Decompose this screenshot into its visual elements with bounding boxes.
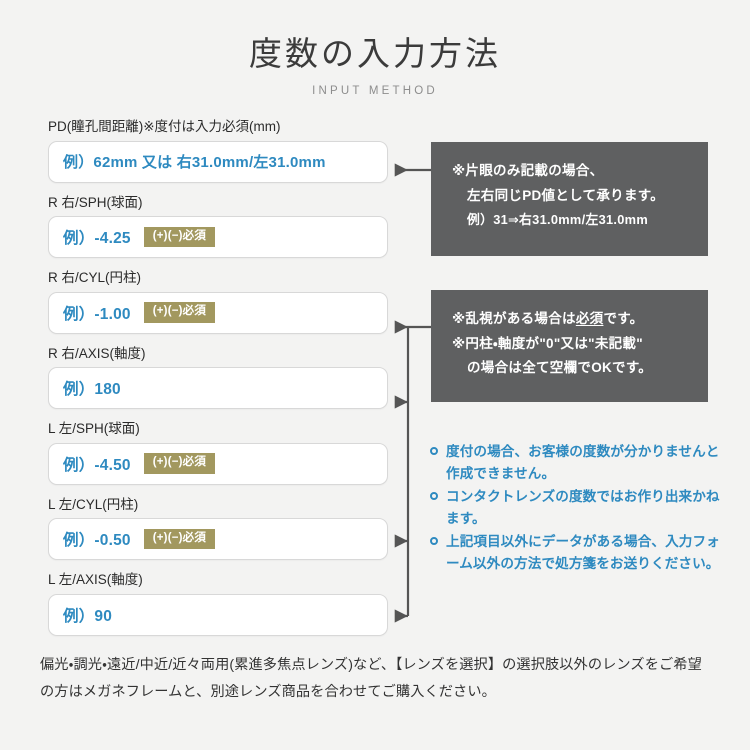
field-label-l-sph: L 左/SPH(球面) bbox=[48, 421, 140, 436]
input-pd[interactable]: 例）62mm 又は 右31.0mm/左31.0mm bbox=[48, 140, 388, 183]
field-r-axis: R 右/AXIS(軸度) 例）180 bbox=[48, 345, 388, 409]
input-value-l-sph: 例）-4.50 bbox=[63, 456, 131, 474]
required-badge-l-sph: (+)(−)必須 bbox=[143, 453, 216, 474]
input-value-r-sph: 例）-4.25 bbox=[63, 230, 131, 247]
callout-astigmatism-note: ※乱視がある場合は必須です。 ※円柱・軸度が"0"又は"未記載" の場合は全て空… bbox=[431, 290, 708, 402]
input-value-pd: 例）62mm 又は 右31.0mm/左31.0mm bbox=[63, 154, 326, 171]
input-value-r-cyl: 例）-1.00 bbox=[63, 305, 131, 323]
callout-line: ※乱視がある場合は必須です。 bbox=[452, 311, 644, 326]
list-item: コンタクトレンズの度数ではお作り出来かねます。 bbox=[430, 486, 720, 530]
input-r-cyl[interactable]: 例）-1.00 (+)(−)必須 bbox=[48, 291, 388, 334]
callout-line: 左右同じPD値として承ります。 bbox=[467, 187, 664, 203]
field-label-l-axis: L 左/AXIS(軸度) bbox=[48, 572, 143, 587]
callout-line: ※片眼のみ記載の場合、 bbox=[452, 163, 604, 178]
input-l-sph[interactable]: 例）-4.50 (+)(−)必須 bbox=[48, 442, 388, 485]
callout-pd-note: ※片眼のみ記載の場合、 左右同じPD値として承ります。 例）31⇒右31.0mm… bbox=[431, 142, 708, 256]
required-badge-r-sph: (+)(−)必須 bbox=[143, 226, 216, 248]
field-label-r-axis: R 右/AXIS(軸度) bbox=[48, 345, 146, 361]
spacer bbox=[48, 485, 388, 498]
field-label-pd: PD(瞳孔間距離)※度付は入力必須(mm) bbox=[48, 119, 281, 134]
list-item-text: コンタクトレンズの度数ではお作り出来かねます。 bbox=[446, 489, 720, 527]
bullet-circle-icon bbox=[430, 447, 438, 455]
list-item: 上記項目以外にデータがある場合、入力フォーム以外の方法で処方箋をお送りください。 bbox=[430, 531, 720, 575]
page-header: 度数の入力方法 INPUT METHOD bbox=[0, 34, 750, 97]
spacer bbox=[48, 334, 388, 347]
field-r-sph: R 右/SPH(球面) 例）-4.25 (+)(−)必須 bbox=[48, 194, 388, 258]
input-value-l-axis: 例）90 bbox=[63, 607, 113, 625]
callout-line: の場合は全て空欄でOKです。 bbox=[467, 360, 653, 376]
callout-line: 例）31⇒右31.0mm/左31.0mm bbox=[467, 212, 649, 228]
input-r-sph[interactable]: 例）-4.25 (+)(−)必須 bbox=[48, 216, 388, 258]
required-badge-r-cyl: (+)(−)必須 bbox=[143, 302, 216, 323]
list-item: 度付の場合、お客様の度数が分かりませんと作成できません。 bbox=[430, 441, 720, 485]
field-l-sph: L 左/SPH(球面) 例）-4.50 (+)(−)必須 bbox=[48, 422, 388, 485]
field-r-cyl: R 右/CYL(円柱) 例）-1.00 (+)(−)必須 bbox=[48, 271, 388, 334]
field-l-axis: L 左/AXIS(軸度) 例）90 bbox=[48, 573, 388, 636]
callout-line: ※円柱・軸度が"0"又は"未記載" bbox=[452, 335, 643, 351]
bullet-circle-icon bbox=[430, 537, 438, 546]
required-badge-l-cyl: (+)(−)必須 bbox=[143, 528, 216, 550]
page-title: 度数の入力方法 bbox=[249, 35, 501, 72]
input-l-cyl[interactable]: 例）-0.50 (+)(−)必須 bbox=[48, 518, 388, 560]
field-pd: PD(瞳孔間距離)※度付は入力必須(mm) 例）62mm 又は 右31.0mm/… bbox=[48, 120, 388, 183]
prescription-form: PD(瞳孔間距離)※度付は入力必須(mm) 例）62mm 又は 右31.0mm/… bbox=[48, 120, 388, 636]
bullet-circle-icon bbox=[430, 492, 438, 501]
footer-note: 偏光・調光・遠近/中近/近々両用(累進多焦点レンズ)など、【レンズを選択】の選択… bbox=[40, 657, 702, 701]
list-item-text: 度付の場合、お客様の度数が分かりませんと作成できません。 bbox=[446, 444, 720, 482]
field-l-cyl: L 左/CYL(円柱) 例）-0.50 (+)(−)必須 bbox=[48, 496, 388, 560]
emphasis-required: 必須 bbox=[575, 311, 604, 326]
spacer bbox=[48, 183, 388, 196]
field-label-l-cyl: L 左/CYL(円柱) bbox=[48, 496, 139, 512]
field-label-r-cyl: R 右/CYL(円柱) bbox=[48, 270, 142, 285]
note-list: 度付の場合、お客様の度数が分かりませんと作成できません。 コンタクトレンズの度数… bbox=[430, 441, 720, 576]
page-subtitle: INPUT METHOD bbox=[312, 84, 438, 97]
input-r-axis[interactable]: 例）180 bbox=[48, 367, 388, 409]
input-l-axis[interactable]: 例）90 bbox=[48, 593, 388, 636]
field-label-r-sph: R 右/SPH(球面) bbox=[48, 194, 143, 210]
list-item-text: 上記項目以外にデータがある場合、入力フォーム以外の方法で処方箋をお送りください。 bbox=[446, 534, 720, 572]
input-value-l-cyl: 例）-0.50 bbox=[63, 532, 131, 549]
input-value-r-axis: 例）180 bbox=[63, 381, 121, 398]
